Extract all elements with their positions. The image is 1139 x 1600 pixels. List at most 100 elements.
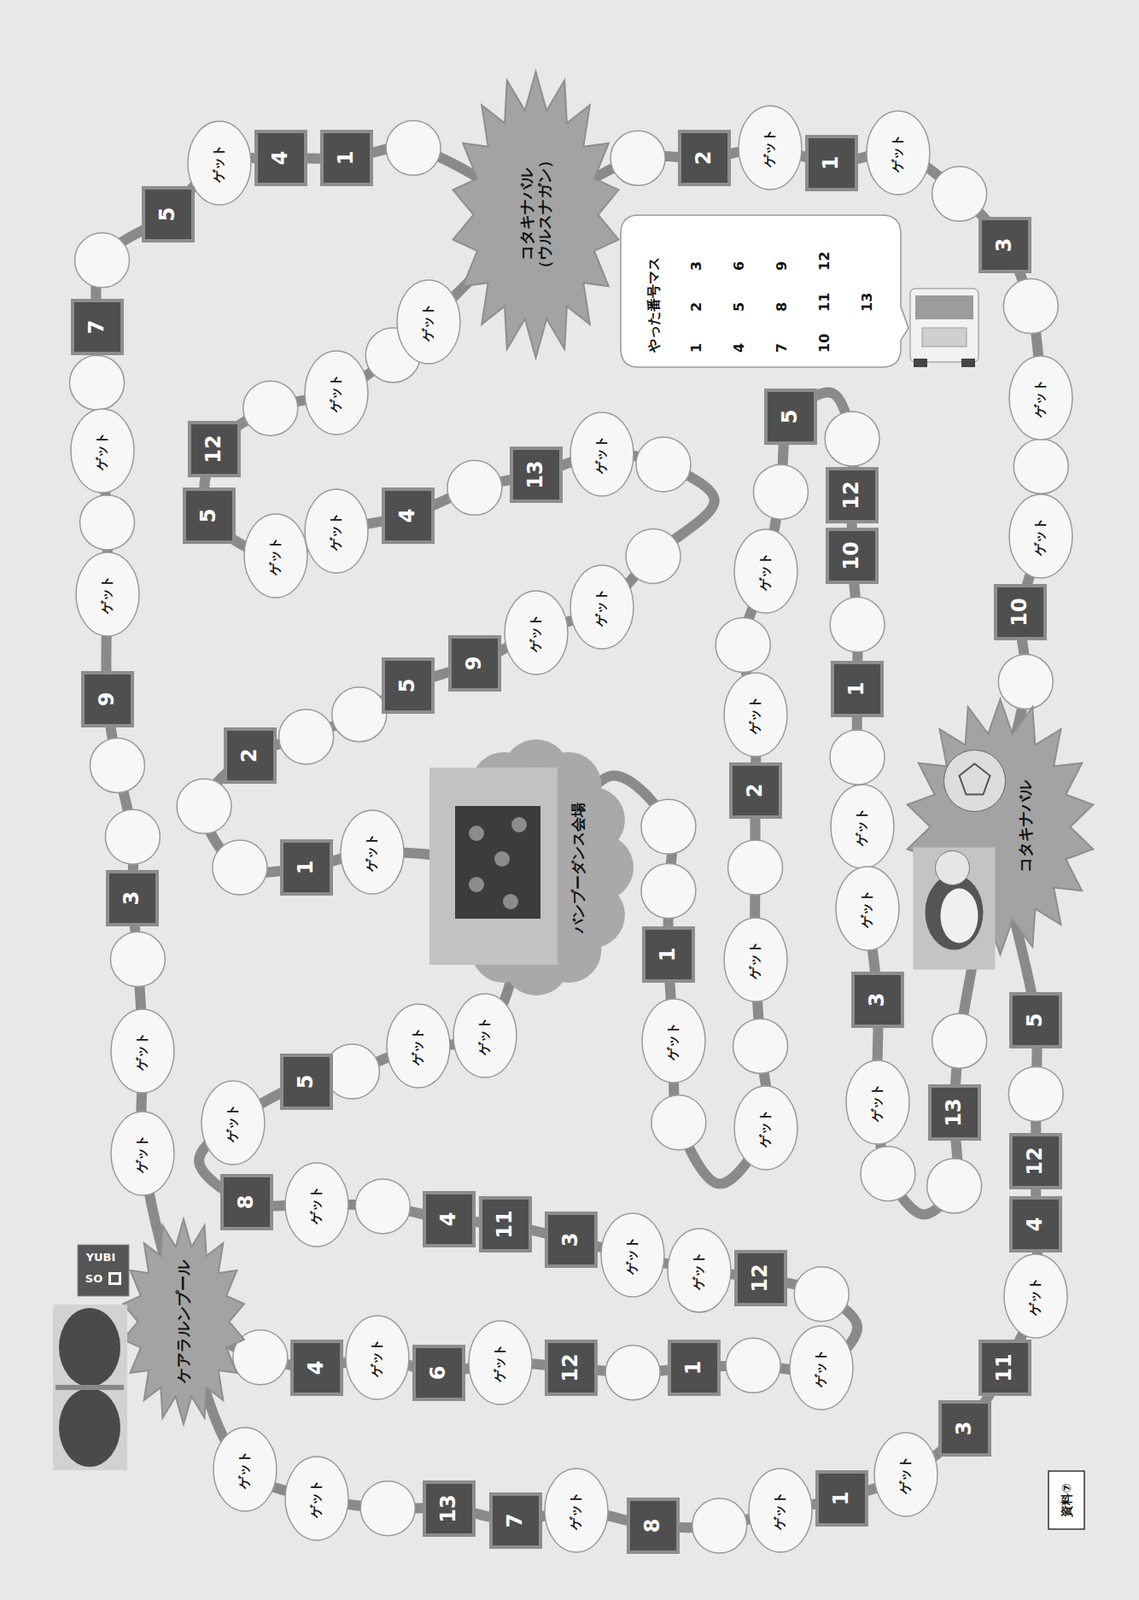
number-square-text: 3: [952, 1421, 977, 1437]
photo-frame: [429, 767, 558, 965]
city-starburst: コタキナバル: [905, 699, 1095, 955]
truck-grille: [922, 327, 967, 347]
bubble-text: 9: [773, 229, 791, 271]
number-square-text: 12: [748, 1263, 773, 1292]
get-ellipse-text: ゲット: [899, 1455, 914, 1495]
get-ellipse: ゲット: [641, 998, 707, 1084]
rotated-text: ゲット: [595, 434, 610, 474]
bubble-fill: [620, 215, 909, 368]
rotated-text: ゲット: [225, 1103, 240, 1142]
ellipse-fill: [1009, 356, 1073, 440]
square-fill: [424, 1192, 474, 1246]
rotated-text: 3: [952, 1421, 977, 1437]
rotated-text: 12: [1023, 1147, 1048, 1176]
rotated-text: ゲット: [94, 432, 110, 471]
page-tag: 資料⑦: [1047, 1470, 1086, 1531]
number-square: 2: [223, 727, 277, 784]
logo-icon: [110, 1274, 119, 1283]
number-square-text: 4: [1023, 1217, 1048, 1233]
get-ellipse-text: ゲット: [890, 134, 906, 173]
number-square: 4: [1009, 1196, 1063, 1253]
blank-space: [932, 1013, 988, 1069]
number-square-text: 10: [840, 542, 865, 571]
number-square: 1: [805, 134, 859, 192]
blank-space: [70, 355, 125, 410]
get-ellipse: ゲット: [600, 1212, 666, 1298]
bubble-text: 13: [858, 270, 877, 312]
ball-pattern: [958, 763, 990, 795]
square-fill: [511, 448, 561, 502]
get-ellipse: ゲット: [503, 589, 569, 676]
rotated-text: ゲット: [477, 1016, 492, 1056]
blank-space: [998, 654, 1053, 709]
get-ellipse-text: ゲット: [309, 1478, 324, 1518]
number-square-text: 2: [743, 783, 768, 799]
number-square-text: 11: [493, 1210, 518, 1239]
square-fill: [806, 136, 857, 190]
get-ellipse: ゲット: [1008, 493, 1074, 579]
rotated-text: ゲット: [899, 1455, 914, 1495]
get-ellipse: ゲット: [873, 1431, 939, 1518]
blank-space: [860, 1146, 916, 1202]
rotated-text: バンブーダンス会場: [570, 802, 588, 934]
tower-trunk: [55, 1384, 124, 1391]
get-ellipse-text: ゲット: [595, 434, 610, 474]
number-square-text: 12: [560, 1353, 585, 1382]
number-square-text: 7: [503, 1513, 528, 1529]
number-square: 11: [478, 1196, 532, 1253]
number-square: 1: [320, 129, 374, 187]
rotated-text: 4: [396, 508, 421, 523]
truck-window: [915, 295, 974, 320]
rotated-text: 7: [503, 1513, 528, 1529]
get-ellipse-text: ゲット: [99, 574, 115, 614]
ellipse-fill: [846, 1060, 910, 1145]
get-ellipse: ゲット: [70, 408, 135, 494]
ellipse-fill: [397, 280, 461, 364]
rotated-text: ゲット: [237, 1450, 252, 1490]
number-square: 12: [544, 1339, 598, 1397]
rotated-text: ゲット: [870, 1082, 885, 1122]
get-ellipse: ゲット: [723, 917, 789, 1003]
square-fill: [735, 1251, 786, 1305]
square-fill: [292, 1341, 342, 1395]
blank-space: [447, 460, 503, 515]
rotated-text: 1: [819, 156, 844, 171]
ellipse-fill: [642, 998, 706, 1083]
city-picture: [912, 749, 1005, 970]
get-ellipse-text: ゲット: [477, 1016, 492, 1056]
bubble-text: 3: [688, 229, 706, 271]
blank-space: [75, 233, 130, 288]
get-ellipse-text: ゲット: [691, 1251, 707, 1291]
square-fill: [980, 218, 1030, 272]
blank-space: [324, 1044, 380, 1099]
number-square-text: 1: [829, 1490, 854, 1506]
rotated-text: ゲット: [569, 1491, 585, 1531]
rotated-text: 1: [682, 1360, 707, 1375]
ellipse-fill: [244, 514, 308, 598]
rotated-text: 2: [238, 747, 263, 763]
city-starburst-text: コタキナバル: [1016, 780, 1035, 873]
square-fill: [628, 1499, 678, 1553]
blank-space: [692, 1498, 748, 1554]
rotated-text: 資料⑦: [1059, 1483, 1074, 1518]
ellipse-fill: [835, 866, 900, 951]
blank-space: [1003, 279, 1058, 334]
blank-space: [279, 709, 334, 765]
speech-bubble: やった番号マス12345678910111213: [619, 214, 902, 368]
ellipse-fill: [304, 489, 368, 573]
rotated-text: 1: [656, 946, 681, 962]
turtle-photo: [912, 846, 995, 970]
number-square-text: 1: [656, 946, 681, 962]
number-square: 7: [489, 1492, 543, 1549]
number-square-text: 12: [1023, 1147, 1048, 1176]
get-ellipse-text: ゲット: [410, 1027, 426, 1066]
ellipse-fill: [866, 110, 930, 195]
rotated-text: ゲット: [595, 588, 610, 627]
ellipse-fill: [285, 1456, 349, 1541]
rotated-text: ゲット: [854, 807, 870, 847]
rotated-text: 12: [840, 480, 865, 509]
bubble-text: 12: [816, 229, 834, 271]
get-ellipse: ゲット: [666, 1227, 732, 1314]
get-ellipse: ゲット: [200, 1080, 266, 1166]
get-ellipse-text: ゲット: [758, 552, 773, 591]
